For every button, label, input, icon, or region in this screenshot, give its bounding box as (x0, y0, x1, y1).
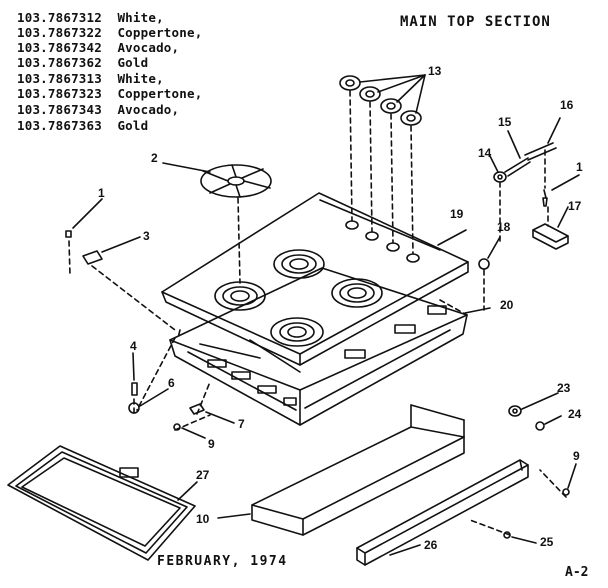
leader-lines (72, 117, 580, 556)
main-top-part (161, 192, 469, 366)
model-line-2: 103.7867322 Coppertone, (17, 25, 203, 40)
callout-15: 15 (498, 115, 512, 129)
callout-26: 26 (424, 538, 438, 552)
callout-6: 6 (168, 376, 175, 390)
assembly-guide-lines (68, 149, 567, 536)
bracket-part (532, 223, 569, 250)
publication-date: FEBRUARY, 1974 (157, 554, 288, 569)
callout-16: 16 (560, 98, 574, 112)
model-line-1: 103.7867312 White, (17, 10, 164, 25)
knob-leader-lines (359, 74, 426, 114)
knob-guide-lines (349, 90, 414, 255)
callout-9-right: 9 (573, 449, 580, 463)
callout-1-right: 1 (576, 160, 583, 174)
callout-18: 18 (497, 220, 511, 234)
section-title: MAIN TOP SECTION (400, 14, 551, 30)
front-trim-part (356, 459, 529, 566)
callout-3: 3 (143, 229, 150, 243)
callout-13: 13 (428, 64, 442, 78)
callout-1-left: 1 (98, 186, 105, 200)
callout-23: 23 (557, 381, 571, 395)
model-line-3: 103.7867342 Avocado, (17, 40, 180, 55)
callout-20: 20 (500, 298, 514, 312)
grate-guide-line (237, 197, 241, 284)
callout-17: 17 (568, 199, 582, 213)
callout-14: 14 (478, 146, 492, 160)
burner-box-part (169, 267, 468, 426)
rear-trim-part (251, 404, 465, 536)
page-number: A-2 (565, 565, 589, 580)
callout-9-left: 9 (208, 437, 215, 451)
model-line-7: 103.7867343 Avocado, (17, 102, 180, 117)
callout-4: 4 (130, 339, 137, 353)
callout-2: 2 (151, 151, 158, 165)
model-line-5: 103.7867313 White, (17, 71, 164, 86)
callout-10: 10 (196, 512, 210, 526)
drip-pan-part (7, 445, 196, 561)
knobs-part (339, 75, 422, 126)
callout-25: 25 (540, 535, 554, 549)
callout-27: 27 (196, 468, 210, 482)
model-line-8: 103.7867363 Gold (17, 118, 149, 133)
callout-7: 7 (238, 417, 245, 431)
burner-grate-part (200, 164, 272, 198)
callout-24: 24 (568, 407, 582, 421)
model-line-6: 103.7867323 Coppertone, (17, 86, 203, 101)
model-line-4: 103.7867362 Gold (17, 55, 149, 70)
callout-19: 19 (450, 207, 464, 221)
